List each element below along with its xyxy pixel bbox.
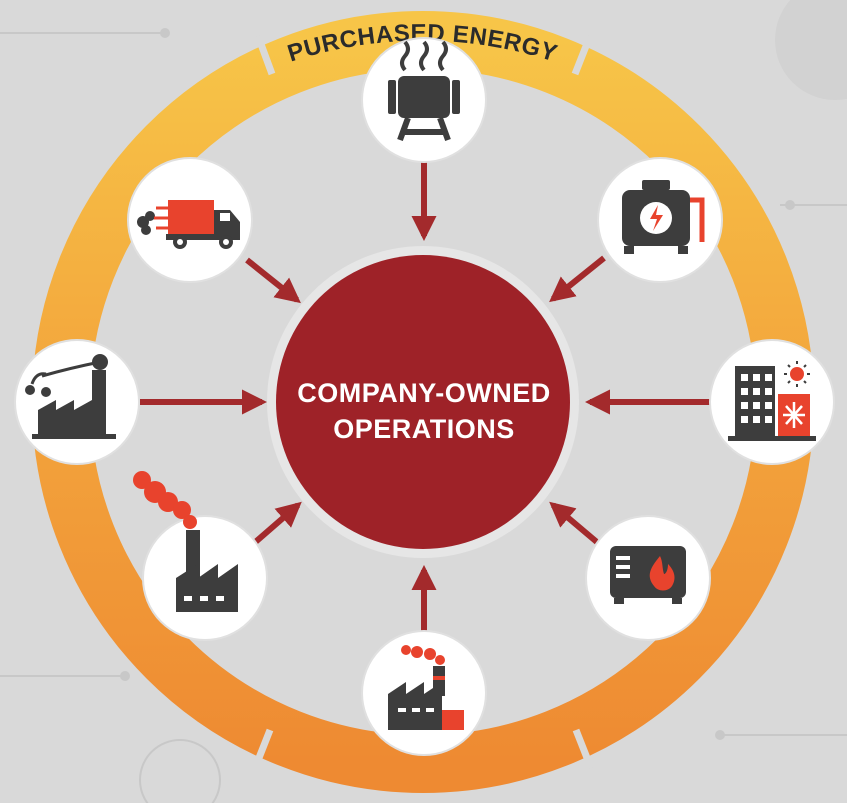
arrows bbox=[140, 162, 712, 632]
node-bottom-left bbox=[133, 471, 268, 641]
hub-title-line2: OPERATIONS bbox=[333, 414, 515, 444]
hub-title-line1: COMPANY-OWNED bbox=[297, 378, 551, 408]
node-left bbox=[14, 339, 140, 465]
furnace-flame-icon bbox=[610, 546, 686, 604]
power-line-factory-icon bbox=[25, 354, 116, 439]
arrow-bottom-left bbox=[250, 501, 302, 548]
node-bottom bbox=[361, 630, 487, 756]
node-top-right bbox=[597, 157, 723, 283]
delivery-truck-icon bbox=[137, 200, 240, 249]
ring-dividers bbox=[251, 34, 595, 770]
node-top-left bbox=[127, 157, 253, 283]
hub: COMPANY-OWNED OPERATIONS bbox=[267, 246, 579, 558]
factory-emissions-icon bbox=[388, 645, 464, 730]
node-right bbox=[709, 339, 835, 465]
electric-generator-icon bbox=[622, 180, 705, 254]
node-bottom-right bbox=[585, 515, 711, 641]
boiler-heater-icon bbox=[388, 40, 460, 142]
node-top bbox=[361, 37, 487, 163]
arrow-top-left bbox=[245, 257, 301, 304]
building-heating-cooling-icon bbox=[728, 361, 816, 441]
arrow-top-right bbox=[549, 255, 606, 303]
arrow-bottom-right bbox=[549, 501, 600, 546]
factory-smoke-icon bbox=[133, 471, 238, 612]
